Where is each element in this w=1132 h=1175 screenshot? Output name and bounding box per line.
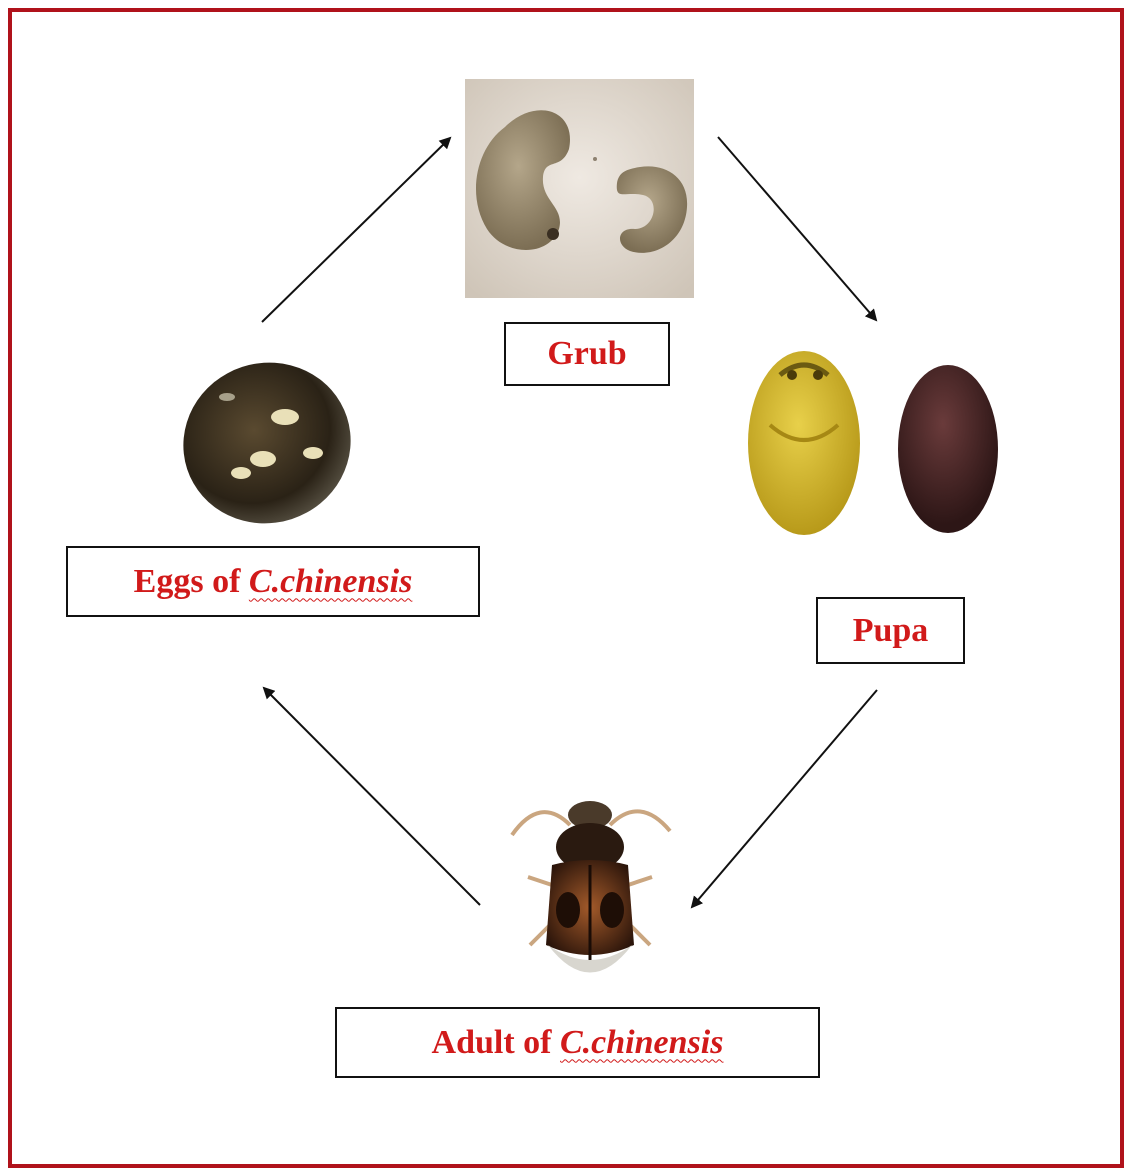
adult-beetle-photo [500, 785, 680, 1010]
eggs-label-species: C.chinensis [249, 563, 412, 601]
arrow-eggs-to-grub [262, 138, 450, 322]
adult-label-prefix: Adult of [432, 1024, 560, 1062]
arrow-pupa-to-adult [692, 690, 877, 907]
pupa-label-text: Pupa [853, 612, 929, 650]
grub-larvae-photo [465, 79, 694, 298]
eggs-label: Eggs of C.chinensis [66, 546, 480, 617]
grub-label: Grub [504, 322, 670, 386]
adult-label: Adult of C.chinensis [335, 1007, 820, 1078]
egg-seed-photo [175, 355, 360, 530]
pupa-label: Pupa [816, 597, 965, 664]
eggs-label-prefix: Eggs of [134, 563, 249, 601]
pupa-photo [740, 345, 1010, 575]
arrow-adult-to-eggs [264, 688, 480, 905]
arrow-grub-to-pupa [718, 137, 876, 320]
grub-label-text: Grub [547, 335, 626, 373]
adult-label-species: C.chinensis [560, 1024, 723, 1062]
